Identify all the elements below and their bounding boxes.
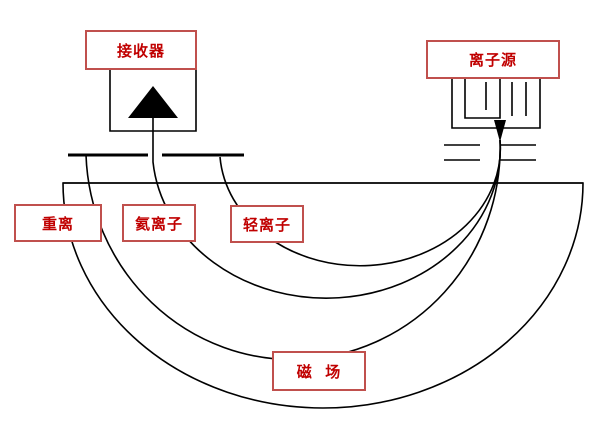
ion-source-nozzle-icon (494, 120, 506, 142)
receiver-label: 接收器 (85, 30, 197, 70)
ion-source-housing (451, 78, 541, 129)
magnetic-field-label: 磁 场 (272, 351, 366, 391)
magnetic-field-region (62, 182, 584, 409)
heavy-ion-label: 重离 (14, 204, 102, 242)
ion-source-label: 离子源 (426, 40, 560, 79)
light-ion-label: 轻离子 (230, 205, 304, 243)
ion-source-inner (464, 78, 527, 119)
heavy-ion-trajectory (85, 139, 501, 361)
helium-ion-label: 氦离子 (122, 204, 196, 242)
receiver-arrow-icon (128, 86, 178, 118)
